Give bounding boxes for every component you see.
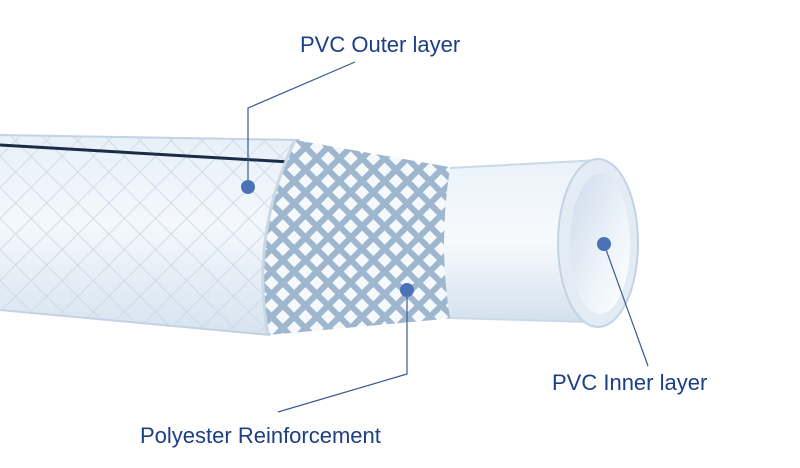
outer-callout [241, 61, 356, 194]
label-polyester-reinforcement: Polyester Reinforcement [140, 423, 381, 448]
label-pvc-inner-layer: PVC Inner layer [552, 370, 708, 395]
callout-dot-icon [241, 180, 255, 194]
inner-callout [597, 237, 649, 367]
outer-layer [0, 134, 301, 336]
inner-layer [444, 158, 639, 328]
outer-stripe [0, 143, 291, 164]
reinforcement-callout [277, 283, 414, 413]
callout-dot-icon [597, 237, 611, 251]
callout-dot-icon [400, 283, 414, 297]
label-pvc-outer-layer: PVC Outer layer [300, 32, 461, 57]
